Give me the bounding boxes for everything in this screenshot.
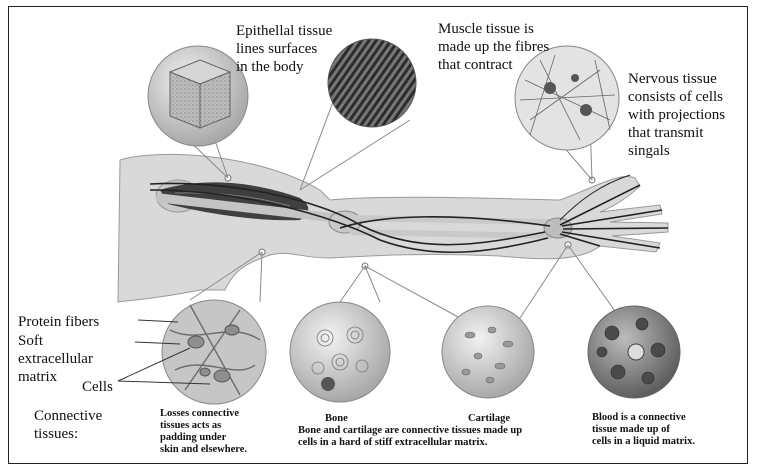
cartilage-tissue-circle	[442, 306, 534, 398]
epithelial-tissue-cube	[148, 46, 248, 146]
muscle-tissue-label: Muscle tissue is made up the fibres that…	[438, 20, 549, 74]
bone-cartilage-caption: Bone and cartilage are connective tissue…	[298, 425, 522, 449]
bone-label: Bone	[325, 413, 348, 425]
nervous-tissue-label: Nervous tissue consists of cells with pr…	[628, 70, 725, 160]
connective-tissues-label: Connective tissues:	[34, 407, 102, 443]
epithelial-tissue-label: Epithellal tissue lines surfaces in the …	[236, 22, 332, 76]
loose-connective-caption: Losses connective tissues acts as paddin…	[160, 408, 247, 456]
cartilage-label: Cartilage	[468, 413, 510, 425]
blood-tissue-circle	[588, 306, 680, 398]
muscle-tissue-circle	[328, 39, 416, 127]
protein-fibers-label: Protein fibers	[18, 313, 99, 331]
loose-connective-tissue-circle	[162, 300, 266, 404]
cells-label: Cells	[82, 378, 113, 396]
blood-caption: Blood is a connective tissue made up of …	[592, 412, 695, 448]
bone-tissue-circle	[290, 302, 390, 402]
